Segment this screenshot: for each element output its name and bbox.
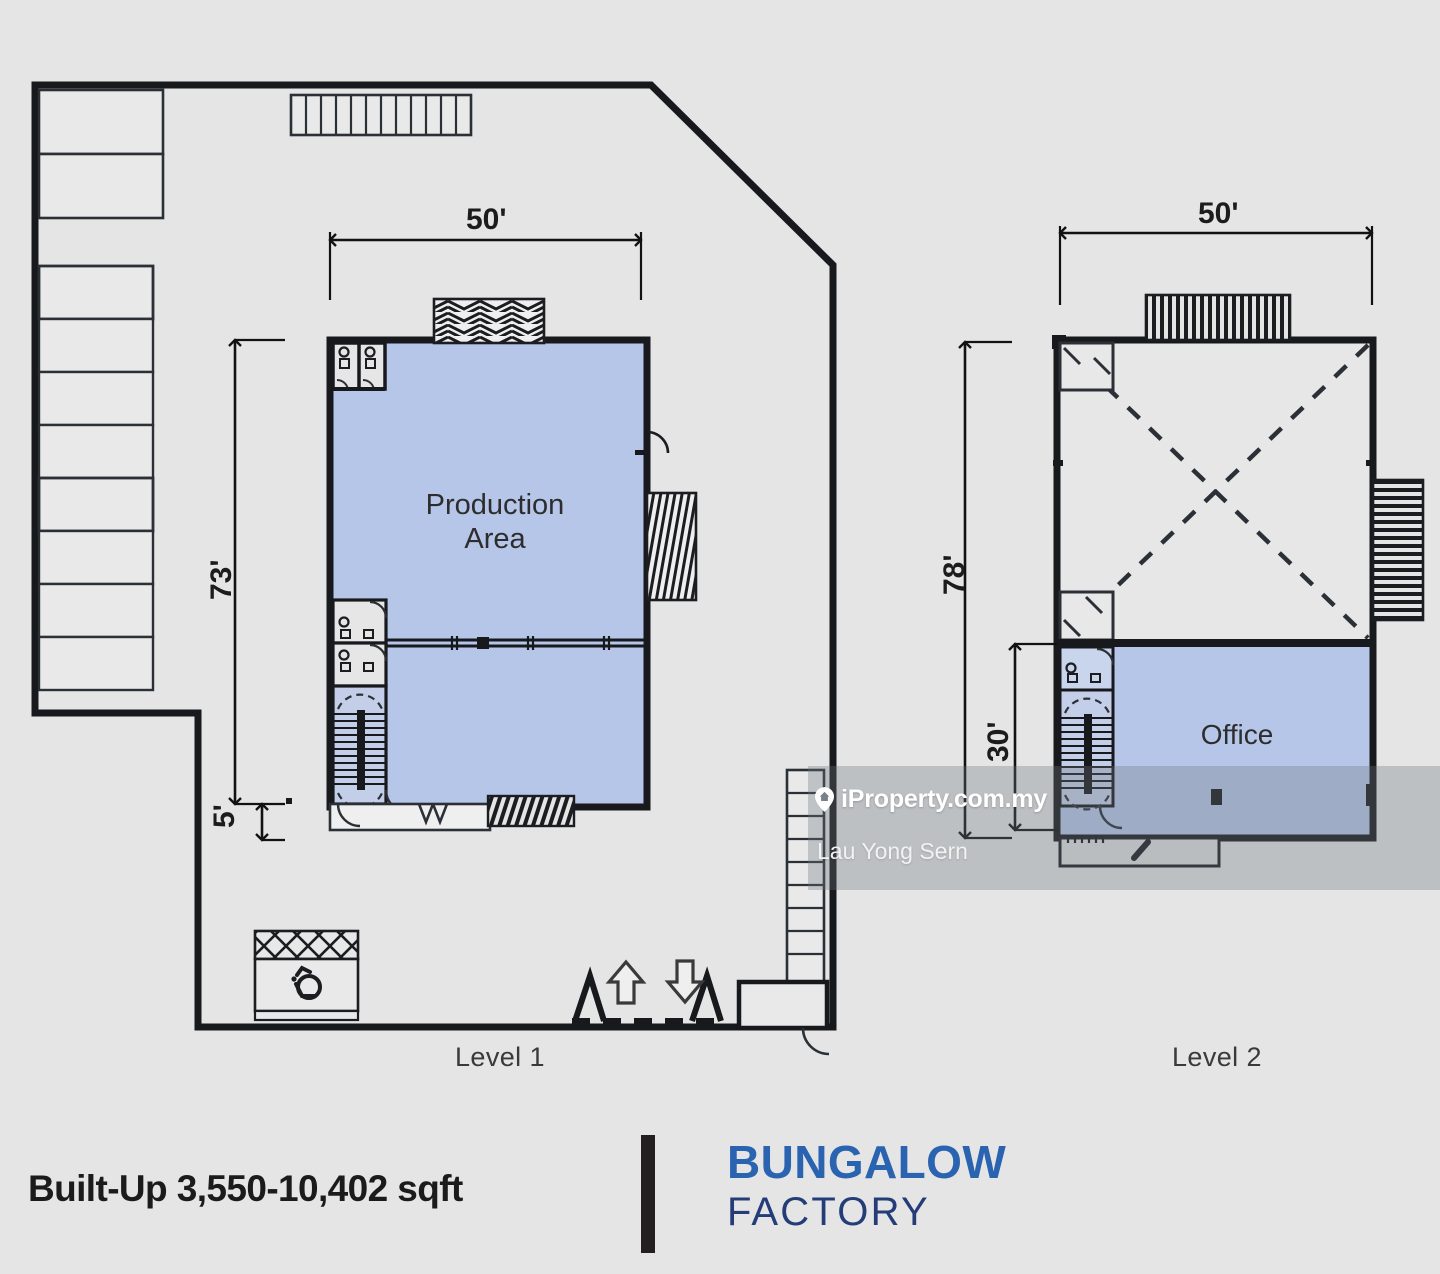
level-2-caption: Level 2 (1172, 1042, 1262, 1072)
built-up-label: Built-Up 3,550-10,402 sqft (28, 1168, 463, 1209)
arrow-down-icon (664, 959, 706, 1005)
dimension-level1-depth: 73' (205, 559, 238, 600)
level2-upper-left-room (1058, 341, 1115, 392)
footer-brand-primary: BUNGALOW (727, 1136, 1007, 1188)
level1-building (286, 297, 698, 832)
watermark-brand-text: iProperty.com.my (841, 785, 1048, 813)
arrow-up-icon (605, 959, 647, 1005)
parking-strip-top (289, 93, 473, 137)
level2-lower-left-room (1058, 590, 1115, 642)
site-entry-exit (572, 959, 724, 1024)
dimension-level1-width: 50' (466, 203, 507, 236)
room-label-production-area: Production Area (425, 489, 565, 556)
void-x-marker (1061, 343, 1370, 640)
parking-bays-right-stack (736, 768, 830, 1056)
room-label-office: Office (1200, 719, 1274, 750)
dimension-level2-depth: 78' (938, 554, 971, 595)
level2-dimension-lines (958, 226, 1374, 840)
guard-house (253, 929, 360, 1022)
watermark-brand: iProperty.com.my (815, 785, 1047, 814)
watermark-agent-name: Lau Yong Sern (817, 838, 968, 864)
level1-toilets-upper (331, 341, 387, 392)
footer-brand-secondary: FACTORY (727, 1190, 930, 1234)
dimension-level2-office-depth: 30' (982, 721, 1015, 762)
dimension-level2-width: 50' (1198, 197, 1239, 230)
site-boundary-level1 (31, 81, 837, 1031)
level1-service-core (331, 598, 409, 814)
level2-building (1052, 293, 1425, 868)
footer-bar: Built-Up 3,550-10,402 sqft BUNGALOW FACT… (0, 1120, 1440, 1270)
parking-bays-left-stack (37, 264, 155, 692)
wheelchair-icon (291, 965, 322, 1000)
level2-lower-slab (1058, 835, 1221, 868)
level1-mid-partition (386, 636, 647, 650)
dimension-level1-setback: 5' (208, 804, 241, 828)
level1-entrance-slab (286, 794, 576, 832)
footer-divider (641, 1135, 655, 1253)
level-1-caption: Level 1 (455, 1042, 545, 1072)
level1-side-door (635, 430, 670, 455)
parking-bays-upper-left (37, 88, 165, 220)
level2-service-core (1058, 645, 1123, 830)
footer-brand: BUNGALOW FACTORY (727, 1136, 1006, 1236)
level1-dimension-lines (228, 232, 643, 842)
location-pin-icon (815, 787, 834, 812)
